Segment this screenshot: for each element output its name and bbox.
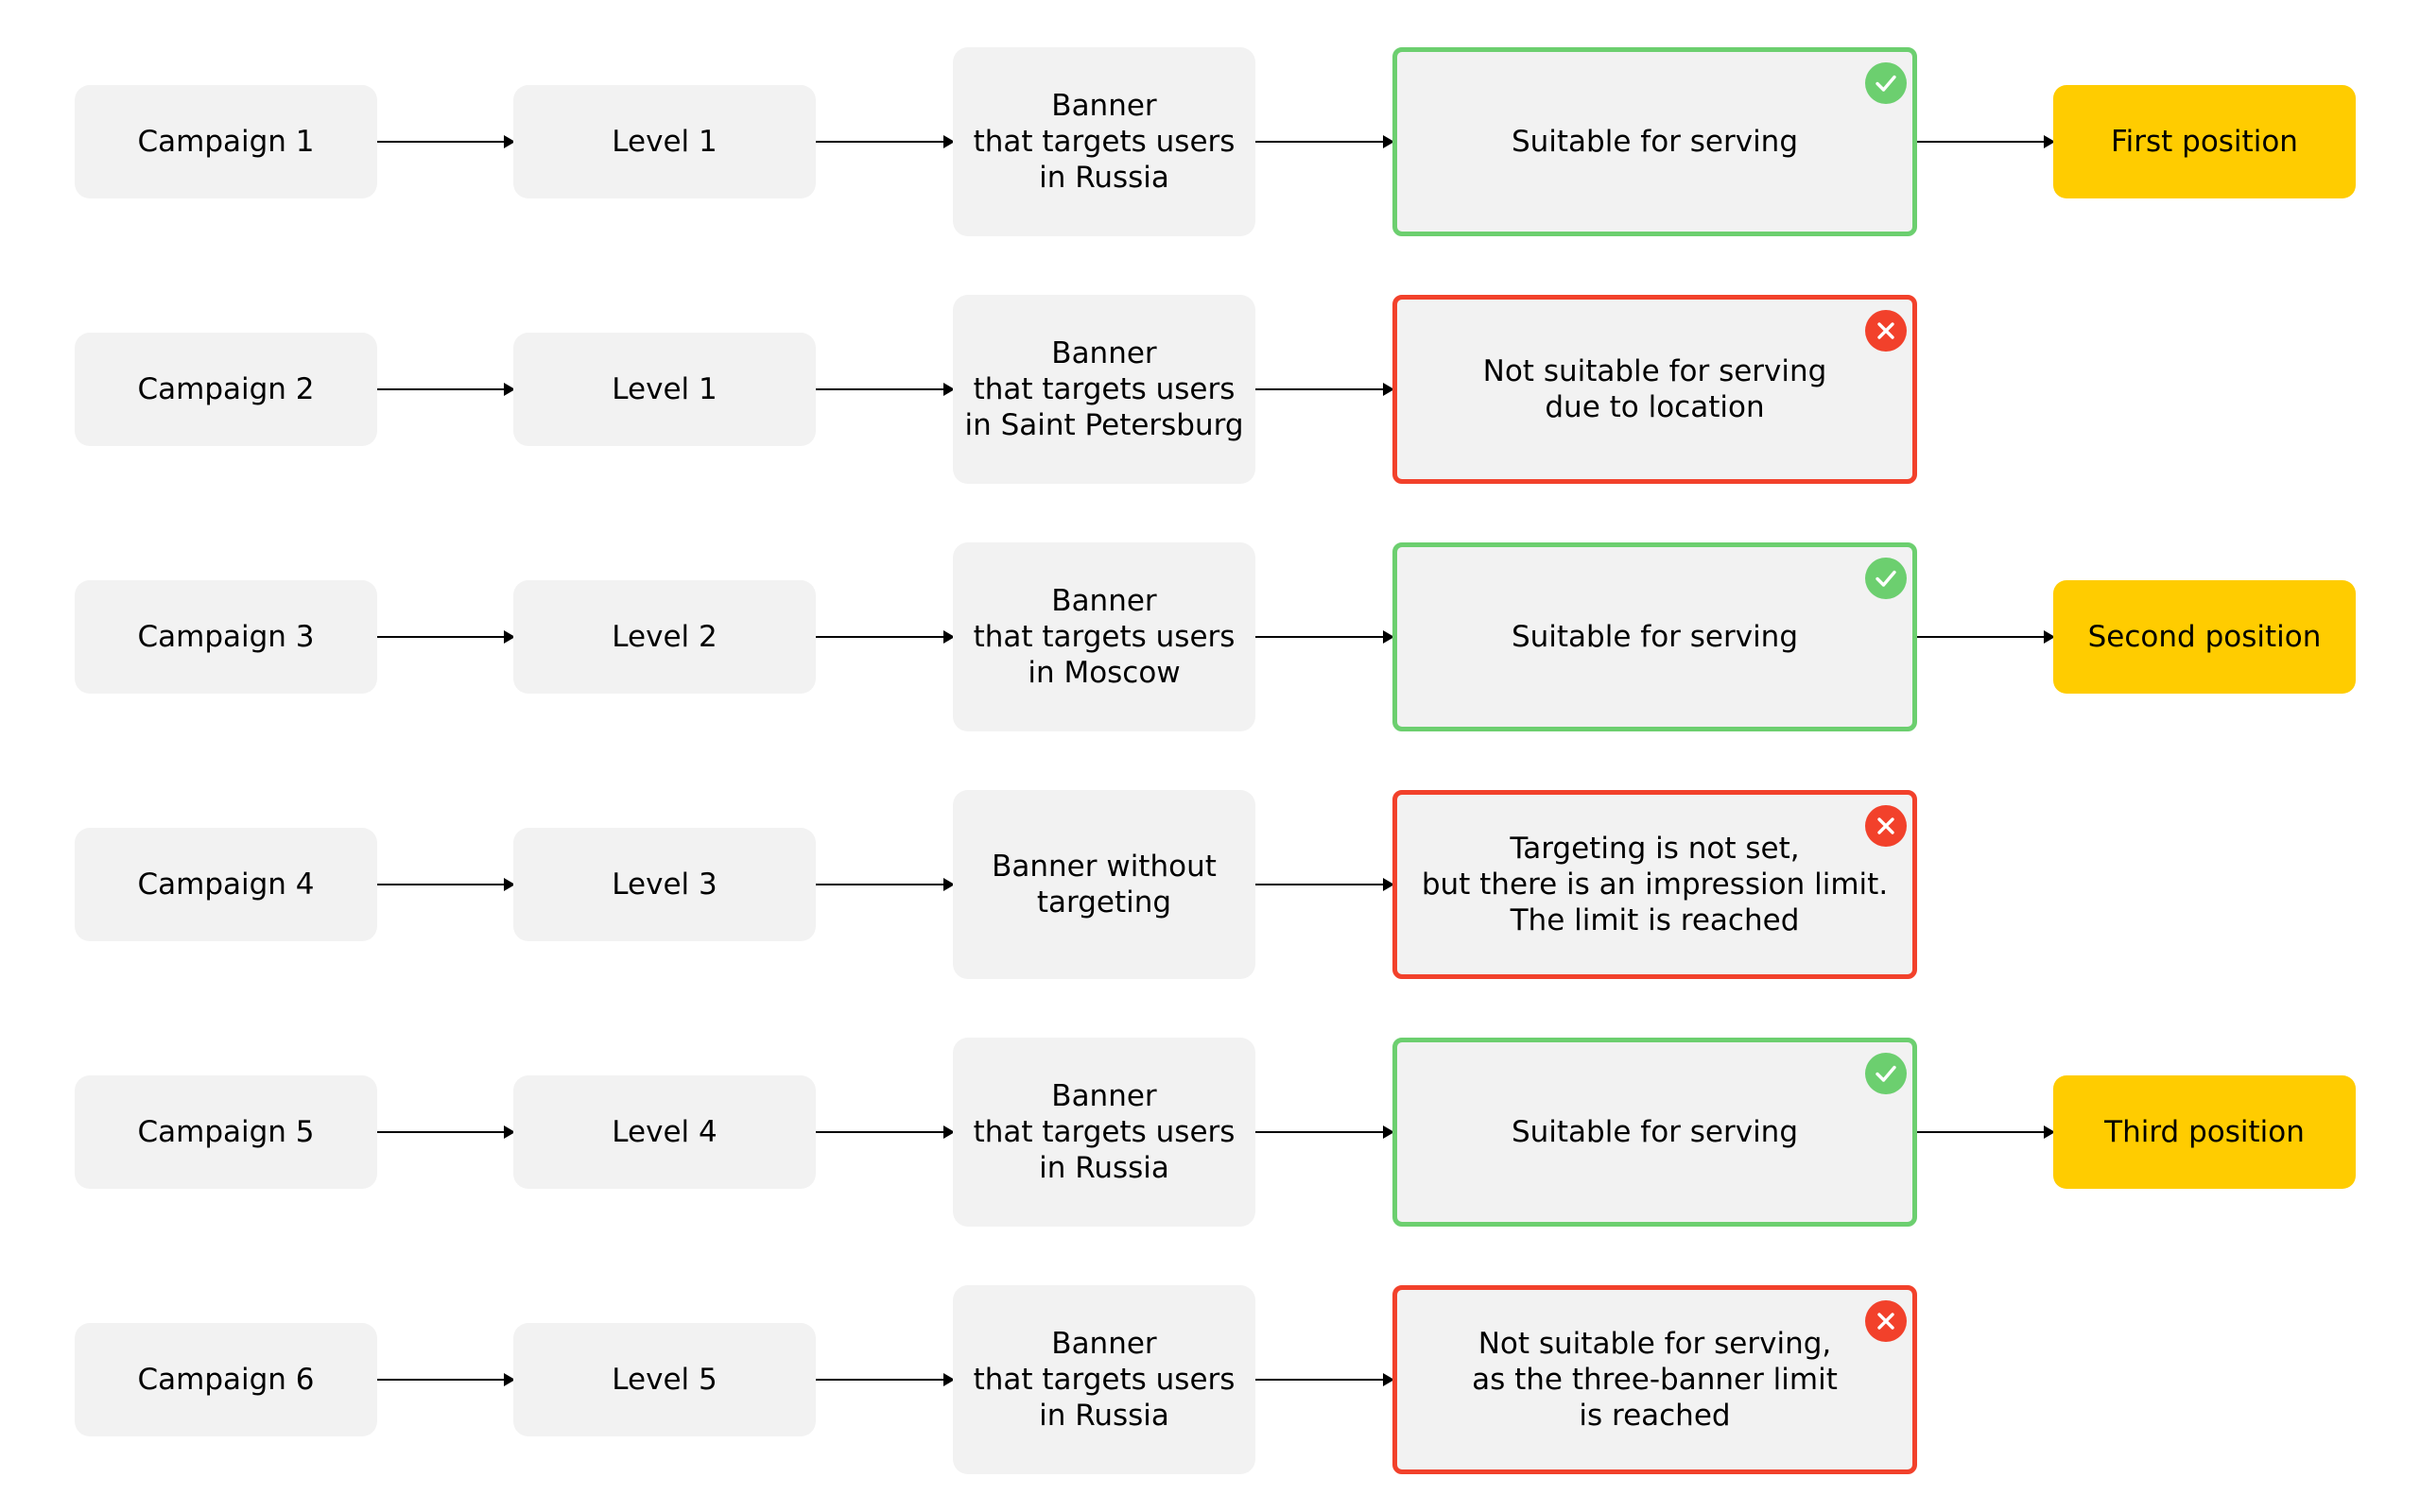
- campaign-box: Campaign 2: [75, 333, 377, 446]
- check-icon: [1865, 558, 1907, 599]
- status-box-not-suitable-label: Not suitable for serving, as the three-b…: [1472, 1327, 1838, 1433]
- campaign-box-label: Campaign 1: [137, 125, 315, 159]
- status-box-not-suitable-label: Not suitable for serving due to location: [1482, 354, 1827, 424]
- arrow-status-to-position: [1917, 135, 2055, 148]
- banner-box-label: Banner that targets users in Russia: [973, 89, 1236, 195]
- campaign-box: Campaign 1: [75, 85, 377, 198]
- level-box-label: Level 1: [612, 125, 717, 159]
- banner-box: Banner that targets users in Russia: [953, 1285, 1255, 1474]
- banner-box: Banner without targeting: [953, 790, 1255, 979]
- arrow-level-to-banner: [816, 135, 955, 148]
- level-box-label: Level 3: [612, 868, 717, 902]
- position-box: Second position: [2053, 580, 2356, 694]
- campaign-box: Campaign 4: [75, 828, 377, 941]
- level-box: Level 5: [513, 1323, 816, 1436]
- close-icon: [1865, 310, 1907, 352]
- arrow-banner-to-status: [1255, 135, 1394, 148]
- level-box: Level 3: [513, 828, 816, 941]
- banner-box-label: Banner that targets users in Russia: [973, 1079, 1236, 1185]
- campaign-box-label: Campaign 3: [137, 620, 315, 654]
- campaign-box-label: Campaign 4: [137, 868, 315, 902]
- level-box: Level 4: [513, 1075, 816, 1189]
- position-box-label: Third position: [2104, 1115, 2305, 1149]
- position-box-label: Second position: [2087, 620, 2322, 654]
- level-box: Level 1: [513, 333, 816, 446]
- level-box-label: Level 5: [612, 1363, 717, 1397]
- close-icon: [1865, 805, 1907, 847]
- position-box-label: First position: [2111, 125, 2298, 159]
- arrow-level-to-banner: [816, 383, 955, 396]
- status-box-suitable-label: Suitable for serving: [1511, 125, 1799, 159]
- position-box: First position: [2053, 85, 2356, 198]
- status-box-not-suitable-label: Targeting is not set, but there is an im…: [1421, 832, 1889, 937]
- campaign-box: Campaign 3: [75, 580, 377, 694]
- arrow-level-to-banner: [816, 1125, 955, 1139]
- arrow-campaign-to-level: [377, 1373, 515, 1386]
- banner-box-label: Banner that targets users in Moscow: [973, 584, 1236, 690]
- banner-box: Banner that targets users in Russia: [953, 47, 1255, 236]
- arrow-campaign-to-level: [377, 878, 515, 891]
- banner-box-label: Banner without targeting: [992, 850, 1217, 919]
- arrow-campaign-to-level: [377, 383, 515, 396]
- arrow-level-to-banner: [816, 1373, 955, 1386]
- campaign-box-label: Campaign 6: [137, 1363, 315, 1397]
- level-box: Level 1: [513, 85, 816, 198]
- campaign-box: Campaign 6: [75, 1323, 377, 1436]
- arrow-banner-to-status: [1255, 383, 1394, 396]
- arrow-banner-to-status: [1255, 1373, 1394, 1386]
- arrow-level-to-banner: [816, 878, 955, 891]
- status-box-not-suitable: Targeting is not set, but there is an im…: [1392, 790, 1917, 979]
- campaign-box-label: Campaign 2: [137, 372, 315, 406]
- level-box: Level 2: [513, 580, 816, 694]
- level-box-label: Level 2: [612, 620, 717, 654]
- arrow-banner-to-status: [1255, 1125, 1394, 1139]
- status-box-suitable: Suitable for serving: [1392, 47, 1917, 236]
- check-icon: [1865, 1053, 1907, 1094]
- banner-box-label: Banner that targets users in Saint Peter…: [964, 336, 1244, 442]
- arrow-level-to-banner: [816, 630, 955, 644]
- arrow-banner-to-status: [1255, 630, 1394, 644]
- arrow-status-to-position: [1917, 1125, 2055, 1139]
- banner-box: Banner that targets users in Saint Peter…: [953, 295, 1255, 484]
- position-box: Third position: [2053, 1075, 2356, 1189]
- status-box-suitable: Suitable for serving: [1392, 1038, 1917, 1227]
- arrow-campaign-to-level: [377, 1125, 515, 1139]
- banner-box: Banner that targets users in Moscow: [953, 542, 1255, 731]
- status-box-not-suitable: Not suitable for serving, as the three-b…: [1392, 1285, 1917, 1474]
- level-box-label: Level 4: [612, 1115, 717, 1149]
- check-icon: [1865, 62, 1907, 104]
- close-icon: [1865, 1300, 1907, 1342]
- arrow-banner-to-status: [1255, 878, 1394, 891]
- status-box-not-suitable: Not suitable for serving due to location: [1392, 295, 1917, 484]
- status-box-suitable-label: Suitable for serving: [1511, 1115, 1799, 1149]
- campaign-box: Campaign 5: [75, 1075, 377, 1189]
- status-box-suitable-label: Suitable for serving: [1511, 620, 1799, 654]
- campaign-box-label: Campaign 5: [137, 1115, 315, 1149]
- level-box-label: Level 1: [612, 372, 717, 406]
- status-box-suitable: Suitable for serving: [1392, 542, 1917, 731]
- banner-box: Banner that targets users in Russia: [953, 1038, 1255, 1227]
- arrow-status-to-position: [1917, 630, 2055, 644]
- banner-box-label: Banner that targets users in Russia: [973, 1327, 1236, 1433]
- arrow-campaign-to-level: [377, 630, 515, 644]
- arrow-campaign-to-level: [377, 135, 515, 148]
